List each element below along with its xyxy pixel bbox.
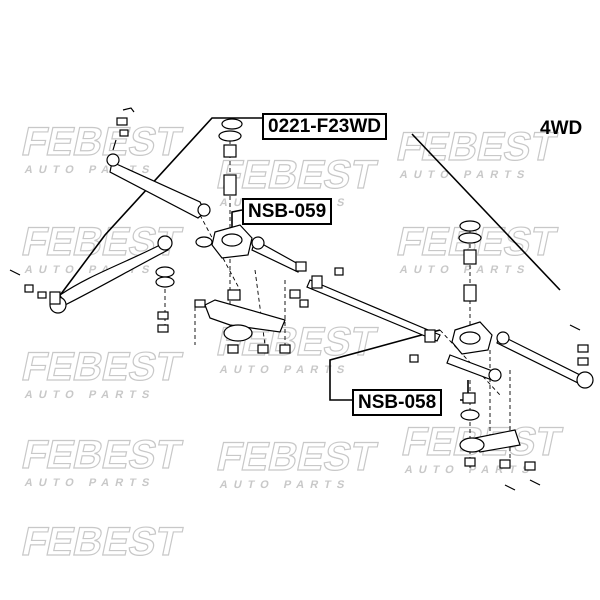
watermark-tagline-10: AUTO PARTS bbox=[404, 464, 537, 476]
right-tie-rod-end bbox=[576, 371, 594, 389]
long-drag-link bbox=[306, 279, 441, 342]
right-washer-1 bbox=[459, 220, 481, 232]
leader-main-left bbox=[57, 117, 262, 299]
left-center-link bbox=[59, 244, 170, 306]
nut-2 bbox=[119, 129, 129, 137]
watermark-1: FEBEST AUTO PARTS bbox=[18, 118, 187, 176]
tie-rod-clamp bbox=[295, 261, 307, 272]
nut-6 bbox=[157, 324, 169, 333]
lower-left-bushing bbox=[227, 289, 241, 301]
watermark-brand-9: FEBEST bbox=[213, 433, 381, 478]
upper-washer-1 bbox=[221, 118, 243, 130]
cotter-pin-2 bbox=[9, 269, 21, 276]
nut-13 bbox=[299, 299, 309, 308]
watermark-tagline-5: AUTO PARTS bbox=[399, 264, 532, 276]
watermark-3: FEBEST AUTO PARTS bbox=[393, 123, 562, 181]
nut-3 bbox=[24, 284, 34, 293]
watermark-tagline-4: AUTO PARTS bbox=[24, 264, 157, 276]
nut-9 bbox=[227, 344, 239, 354]
lower-left-arm bbox=[204, 299, 286, 333]
right-lower-washer bbox=[460, 409, 480, 421]
left-tie-rod-end-eye bbox=[197, 203, 211, 217]
lower-left-ball bbox=[223, 324, 253, 342]
nut-18 bbox=[499, 459, 511, 469]
callout-main-part: 0221-F23WD bbox=[262, 113, 387, 140]
sleeve-2 bbox=[424, 329, 436, 343]
nut-17 bbox=[464, 457, 476, 467]
left-tie-rod-stud bbox=[112, 139, 117, 151]
nut-5 bbox=[157, 311, 169, 320]
nut-16 bbox=[577, 357, 589, 366]
nut-7 bbox=[334, 267, 344, 276]
right-spring bbox=[463, 249, 477, 265]
center-tie-rod-eye bbox=[251, 236, 265, 250]
leader-main-right bbox=[411, 133, 561, 291]
variant-label: 4WD bbox=[540, 118, 583, 139]
left-tie-rod bbox=[109, 161, 206, 219]
watermark-brand-1: FEBEST bbox=[18, 118, 186, 163]
upper-bushing bbox=[223, 174, 237, 196]
watermark-tagline-8: AUTO PARTS bbox=[24, 477, 157, 489]
watermark-brand-2: FEBEST bbox=[213, 151, 381, 196]
leader-lower-left bbox=[329, 329, 441, 401]
cotter-pin-1 bbox=[122, 107, 135, 113]
nut-12 bbox=[289, 289, 301, 299]
upper-spring bbox=[223, 144, 237, 158]
watermark-9: FEBEST AUTO PARTS bbox=[213, 433, 382, 491]
nut-4 bbox=[37, 291, 47, 299]
bushing-3 bbox=[195, 236, 213, 248]
cotter-pin-3 bbox=[569, 324, 581, 331]
right-bushing bbox=[463, 284, 477, 302]
cotter-pin-4 bbox=[504, 484, 516, 491]
right-pitman-ball bbox=[459, 437, 485, 453]
right-idler-ball bbox=[459, 331, 481, 345]
right-short-rod-eye bbox=[488, 368, 502, 382]
right-washer-2 bbox=[458, 232, 482, 244]
nut-19 bbox=[524, 461, 536, 471]
watermark-tagline-3: AUTO PARTS bbox=[399, 169, 532, 181]
right-tie-rod-eye bbox=[496, 331, 510, 345]
cotter-pin-5 bbox=[529, 479, 541, 486]
nut-14 bbox=[194, 299, 206, 308]
watermark-8: FEBEST AUTO PARTS bbox=[18, 431, 187, 489]
nut-10 bbox=[257, 344, 269, 354]
center-link-eye bbox=[157, 235, 173, 251]
watermark-tagline-1: AUTO PARTS bbox=[24, 164, 157, 176]
nut-8 bbox=[409, 354, 419, 363]
right-tie-rod bbox=[496, 334, 581, 384]
left-tie-rod-ball bbox=[106, 153, 120, 167]
right-lower-bushing bbox=[462, 392, 476, 404]
watermark-tagline-6: AUTO PARTS bbox=[24, 389, 157, 401]
upper-washer-2 bbox=[218, 130, 242, 142]
center-link-boot bbox=[49, 291, 61, 305]
watermark-tagline-7: AUTO PARTS bbox=[219, 364, 352, 376]
parts bbox=[9, 107, 594, 491]
callout-upper-part: NSB-059 bbox=[242, 198, 333, 225]
watermark-11: FEBEST bbox=[18, 518, 187, 565]
sleeve-1 bbox=[311, 275, 323, 289]
watermark-tagline-9: AUTO PARTS bbox=[219, 479, 352, 491]
dash-4 bbox=[254, 269, 266, 346]
watermark-brand-6: FEBEST bbox=[18, 343, 186, 388]
bushing-2 bbox=[155, 276, 175, 288]
watermark-6: FEBEST AUTO PARTS bbox=[18, 343, 187, 401]
watermark-brand-8: FEBEST bbox=[18, 431, 186, 476]
callout-lower-part: NSB-058 bbox=[352, 389, 443, 416]
nut-1 bbox=[116, 117, 128, 126]
right-short-rod bbox=[446, 354, 496, 381]
nut-15 bbox=[577, 344, 589, 353]
upper-idler-ball bbox=[221, 233, 243, 247]
bushing-1 bbox=[155, 266, 175, 278]
watermark-brand-11: FEBEST bbox=[18, 518, 186, 563]
nut-11 bbox=[279, 344, 291, 354]
watermark-brand-3: FEBEST bbox=[393, 123, 561, 168]
